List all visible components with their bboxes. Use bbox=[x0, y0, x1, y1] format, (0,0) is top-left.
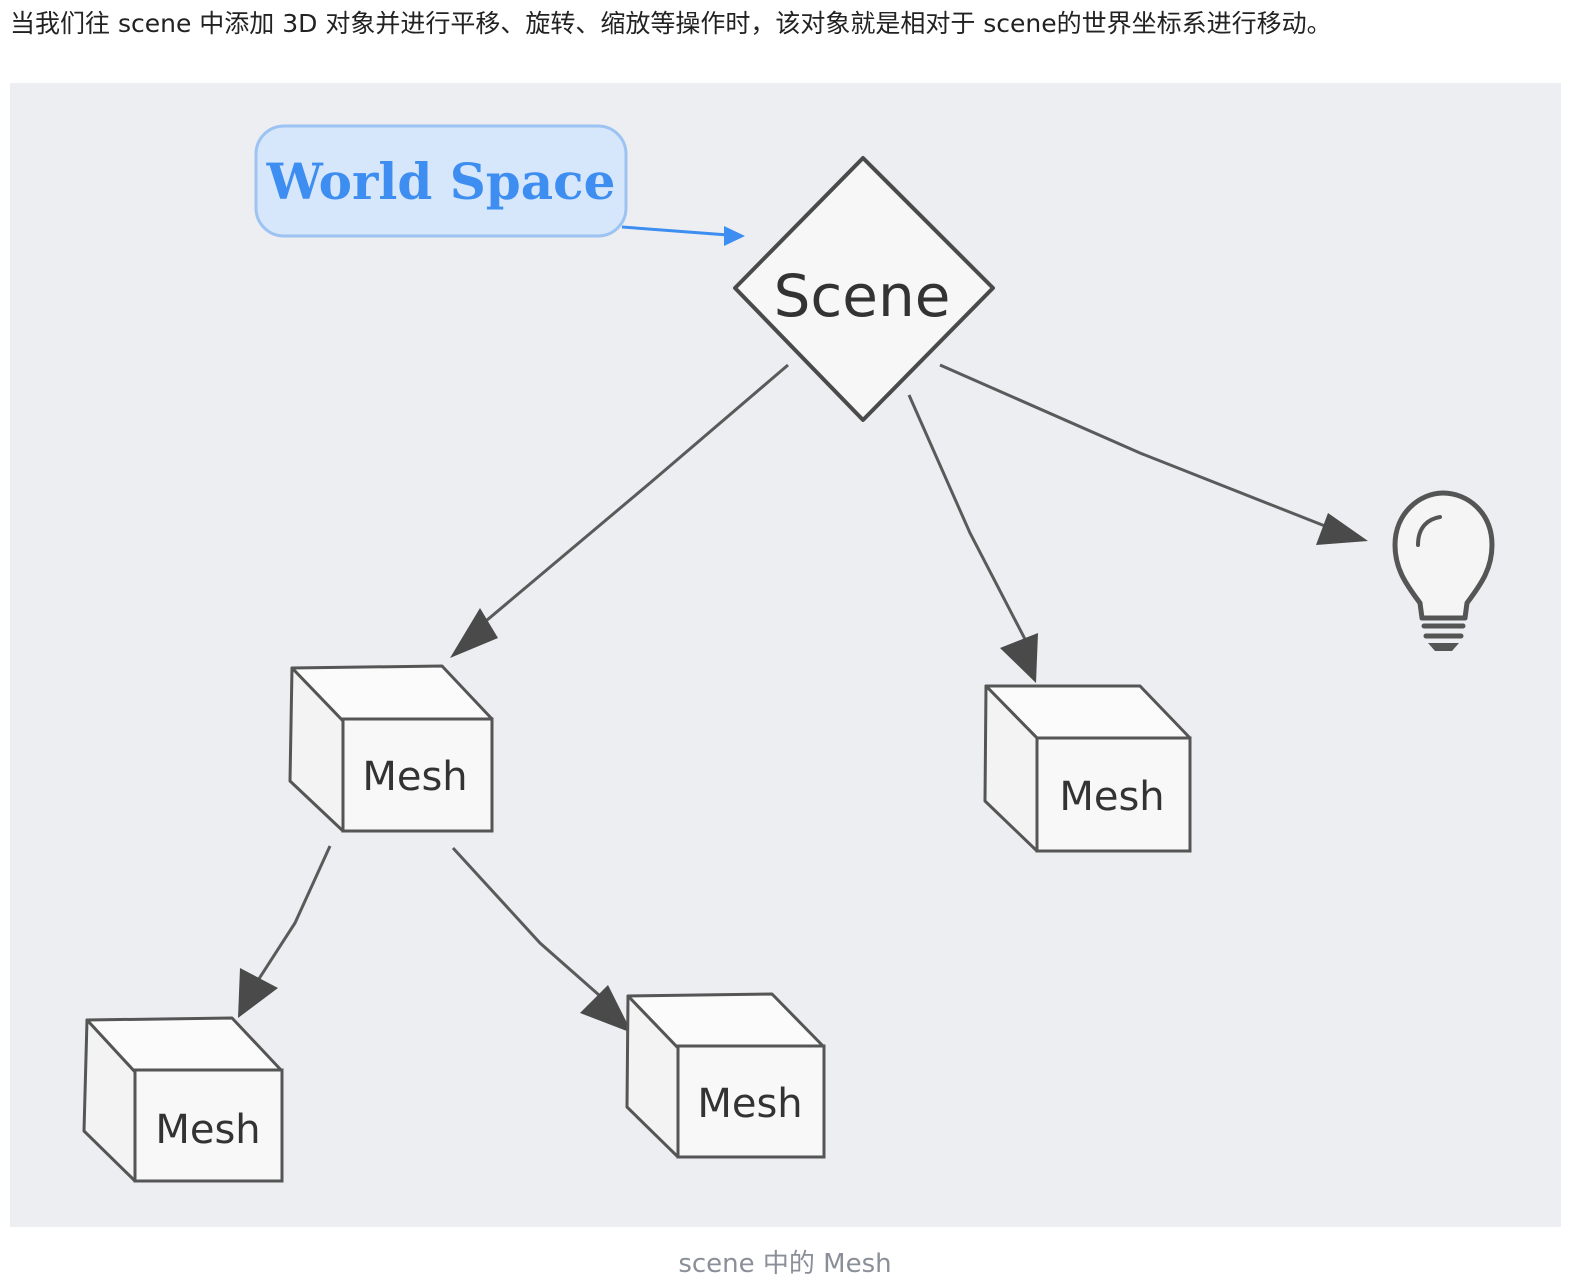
scene-graph-svg: World Space Scene bbox=[82, 124, 1495, 1183]
light-bulb-icon bbox=[1392, 490, 1495, 651]
world-space-arrow bbox=[621, 225, 745, 246]
mesh-label: Mesh bbox=[155, 1107, 260, 1153]
mesh-node-4: Mesh bbox=[625, 992, 826, 1159]
mesh-label: Mesh bbox=[362, 754, 467, 800]
world-space-label: World Space bbox=[266, 152, 616, 211]
mesh-label: Mesh bbox=[1059, 774, 1164, 820]
figure-caption: scene 中的 Mesh bbox=[678, 1249, 892, 1279]
mesh-label: Mesh bbox=[697, 1081, 802, 1127]
mesh-node-2: Mesh bbox=[983, 684, 1192, 853]
edge-mesh-to-mesh-bottom-left bbox=[238, 845, 332, 1018]
scene-node: Scene bbox=[733, 156, 995, 422]
scene-diagram: World Space Scene bbox=[10, 83, 1561, 1227]
intro-paragraph: 当我们往 scene 中添加 3D 对象并进行平移、旋转、缩放等操作时，该对象就… bbox=[10, 9, 1332, 38]
mesh-node-3: Mesh bbox=[82, 1016, 284, 1183]
mesh-node-1: Mesh bbox=[288, 664, 494, 833]
edge-scene-to-mesh-left bbox=[450, 363, 789, 658]
scene-label: Scene bbox=[774, 262, 951, 330]
edge-scene-to-mesh-right bbox=[907, 394, 1038, 683]
edge-scene-to-light bbox=[939, 363, 1368, 545]
edge-mesh-to-mesh-bottom-middle bbox=[451, 846, 632, 1033]
world-space-node: World Space bbox=[254, 124, 628, 238]
